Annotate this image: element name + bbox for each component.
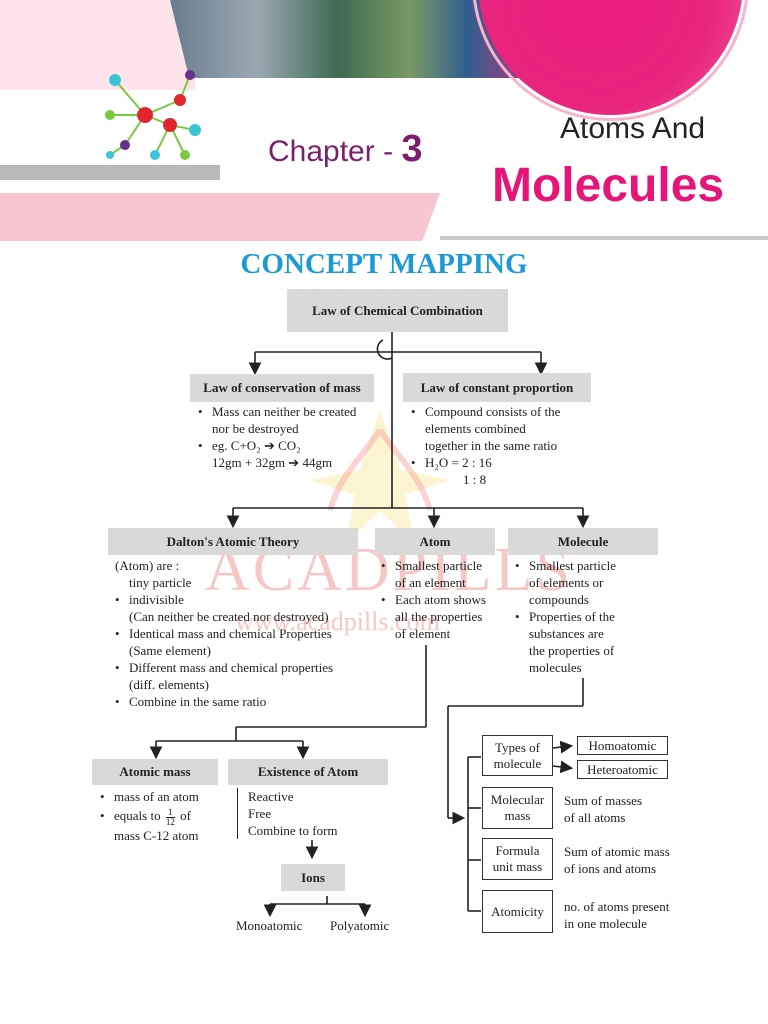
node-atomic-mass: Atomic mass	[92, 759, 218, 785]
node-heteroatomic: Heteroatomic	[577, 760, 668, 779]
concept-mapping-title: CONCEPT MAPPING	[240, 248, 528, 280]
chapter-label: Chapter - 3	[268, 128, 423, 170]
header-divider	[440, 236, 768, 240]
atomic-mass-details: •mass of an atom •equals to 1 12 of mass…	[100, 789, 199, 843]
fraction-one-twelfth: 1 12	[165, 806, 175, 827]
chapter-number: 3	[401, 128, 423, 170]
conservation-details: •Mass can neither be created nor be dest…	[198, 404, 357, 470]
chapter-title-line1: Atoms And	[560, 112, 706, 145]
node-law-constant-proportion: Law of constant proportion	[403, 373, 591, 402]
chapter-title-line2: Molecules	[492, 159, 725, 212]
node-atomicity: Atomicity	[482, 890, 553, 933]
node-homoatomic: Homoatomic	[577, 736, 668, 755]
node-ions: Ions	[281, 864, 345, 891]
node-daltons-atomic-theory: Dalton's Atomic Theory	[108, 528, 358, 555]
header-grey-bar	[0, 165, 220, 180]
molecule-illustration	[105, 70, 201, 160]
molecule-details: •Smallest particle of elements or compou…	[515, 558, 617, 675]
node-law-conservation-mass: Law of conservation of mass	[190, 374, 374, 402]
node-atom: Atom	[375, 528, 495, 555]
watermark-logo	[310, 410, 450, 545]
existence-details: Reactive Free Combine to form	[237, 788, 338, 839]
node-law-of-chemical-combination: Law of Chemical Combination	[287, 289, 508, 332]
node-existence-of-atom: Existence of Atom	[228, 759, 388, 785]
dalton-details: (Atom) are : tiny particle •indivisible …	[115, 558, 334, 709]
node-molecule: Molecule	[508, 528, 658, 555]
constant-details: •Compound consists of the elements combi…	[411, 404, 561, 487]
watermark-url: www.acadpills.com	[235, 607, 440, 636]
ions-polyatomic: Polyatomic	[330, 918, 390, 933]
ions-monoatomic: Monoatomic	[236, 918, 303, 933]
header-banner-left	[0, 0, 195, 90]
header-pink-bar	[0, 193, 440, 241]
atom-details: •Smallest particle of an element •Each a…	[381, 558, 486, 641]
